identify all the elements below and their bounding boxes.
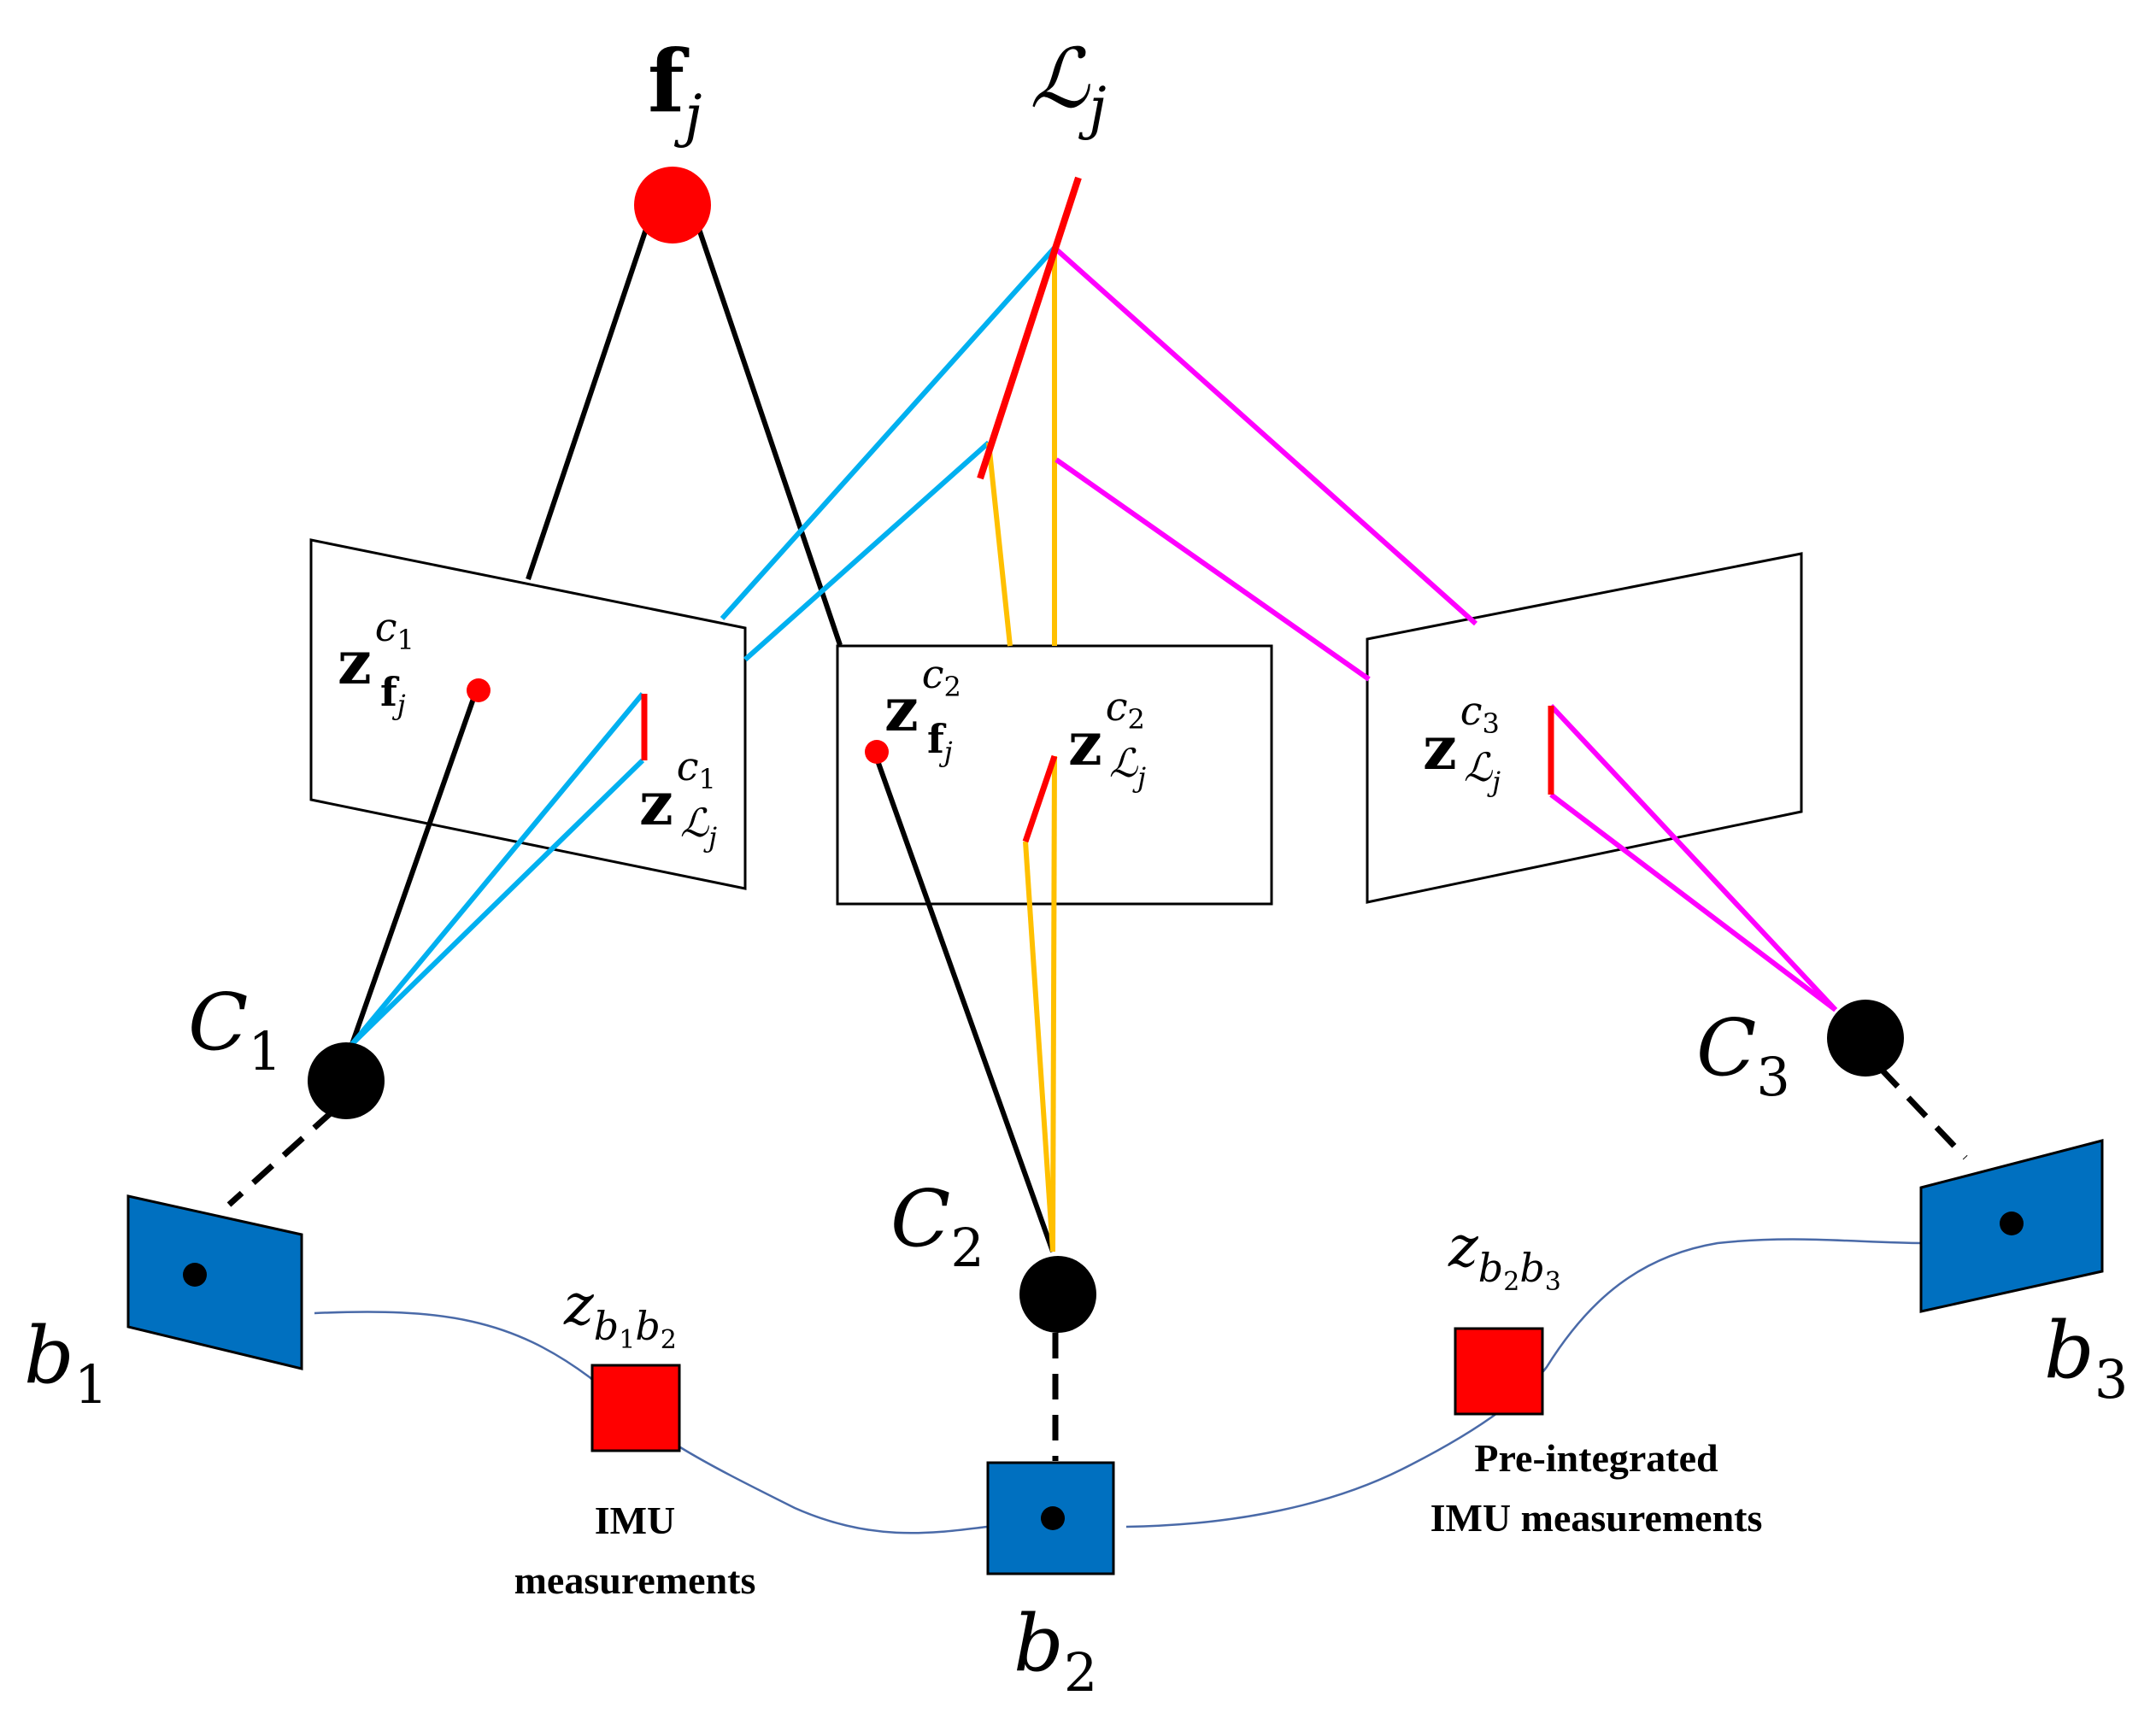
label-body-b2: b2 — [1013, 1598, 1097, 1704]
label-camera-c1: C1 — [188, 977, 282, 1082]
measurement-line-c2 — [1022, 754, 1058, 843]
image-plane-c1 — [309, 538, 747, 890]
ray-c2-to-zf2 — [872, 752, 1055, 1253]
camera-center-c2 — [1019, 1256, 1096, 1333]
label-point-landmark: fj — [648, 31, 702, 149]
caption-imu-line1: IMU — [595, 1499, 676, 1542]
extrinsic-link-c3-b3 — [1877, 1065, 1968, 1160]
ray-fj-to-plane2 — [696, 228, 843, 646]
extrinsic-link-c1-b1 — [226, 1108, 336, 1207]
ray-c2-to-zl2-top — [1050, 755, 1057, 1253]
ray-c3-to-zl3-bottom — [1549, 792, 1837, 1012]
ray-lj-mid-to-plane1 — [743, 440, 990, 662]
point-landmark-fj — [634, 167, 711, 243]
caption-preint-line1: Pre-integrated — [1474, 1436, 1718, 1480]
label-camera-c3: C3 — [1696, 1002, 1790, 1108]
ray-lj-lower-to-plane3 — [1055, 457, 1371, 682]
label-imu-factor-b1-b2: zb1b2 — [563, 1272, 677, 1355]
imu-curve-b2-b3 — [1125, 1238, 1924, 1528]
ray-lj-top-to-plane3 — [1053, 245, 1477, 626]
label-line-landmark: ℒj — [1030, 31, 1107, 141]
ray-lj-mid-to-plane2 — [986, 442, 1013, 647]
label-camera-c2: C2 — [890, 1173, 984, 1279]
camera-center-c1 — [308, 1042, 385, 1119]
body-frame-b1-center — [183, 1263, 207, 1287]
caption-preint-line2: IMU measurements — [1430, 1496, 1763, 1540]
label-imu-factor-b2-b3: zb2b3 — [1448, 1214, 1561, 1297]
body-frame-b3-center — [2000, 1212, 2024, 1235]
label-body-b1: b1 — [24, 1310, 108, 1416]
label-body-b3: b3 — [2044, 1305, 2128, 1411]
measurement-point-c1 — [467, 678, 491, 702]
ray-c1-to-zl1-bottom — [350, 758, 645, 1047]
ray-fj-to-plane1 — [526, 228, 649, 580]
ray-c3-to-zl3-top — [1548, 703, 1838, 1012]
measurement-point-c2 — [865, 740, 889, 764]
camera-center-c3 — [1827, 1000, 1904, 1077]
line-landmark-lj — [977, 176, 1082, 480]
imu-factor-b2-b3 — [1454, 1327, 1544, 1416]
caption-imu-line2: measurements — [514, 1558, 756, 1602]
body-frame-b1 — [126, 1194, 303, 1370]
ray-c1-to-zf1 — [350, 693, 478, 1045]
body-frame-b2-center — [1041, 1506, 1065, 1530]
imu-factor-b1-b2 — [590, 1364, 681, 1452]
image-plane-c3 — [1366, 552, 1803, 904]
ray-c2-to-zl2-bottom — [1023, 841, 1055, 1253]
ray-c1-to-zl1-top — [350, 692, 645, 1046]
ray-lj-top-to-plane1 — [720, 245, 1057, 621]
